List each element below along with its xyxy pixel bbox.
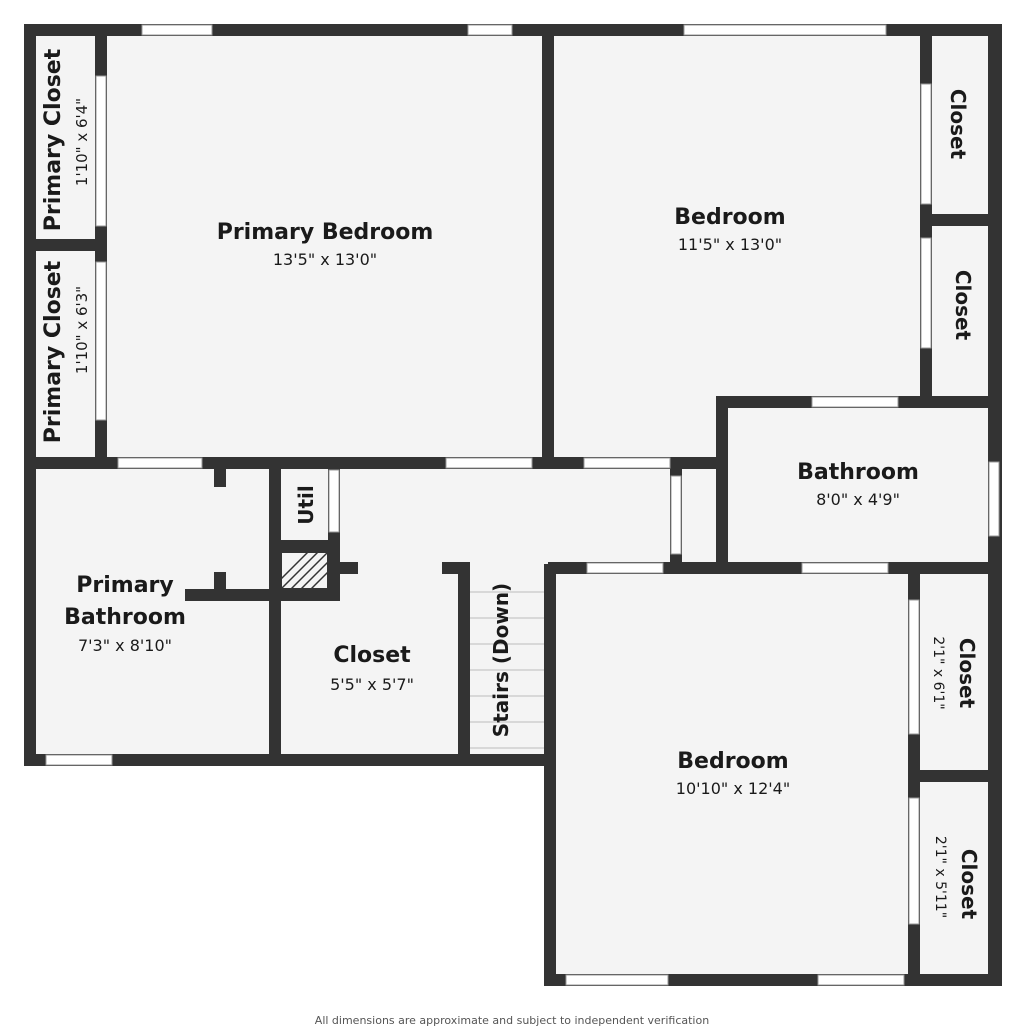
room-label-primary-closet-1: Primary Closet (41, 48, 66, 231)
room-label-closet-ne-1: Closet (946, 89, 970, 160)
room-dim-closet-se-2: 2'1" x 5'11" (932, 836, 948, 918)
room-dim-bathroom: 8'0" x 4'9" (816, 490, 900, 509)
openings (45, 24, 1000, 986)
room-dim-primary-bedroom: 13'5" x 13'0" (273, 250, 377, 269)
primary-bathroom-line-2: Bathroom (64, 605, 186, 630)
room-label-bedroom-1: Bedroom (674, 205, 785, 230)
room-label-closet-center: Closet (333, 643, 411, 668)
primary-bathroom-line-1: Primary (76, 573, 173, 598)
room-label-primary-bedroom: Primary Bedroom (217, 220, 434, 245)
room-label-closet-se-1: Closet (955, 638, 979, 709)
room-label-bedroom-2: Bedroom (677, 749, 788, 774)
room-label-util: Util (294, 485, 318, 525)
room-dim-bedroom-1: 11'5" x 13'0" (678, 235, 782, 254)
shaft-hatch (280, 551, 329, 590)
room-dim-primary-closet-2: 1'10" x 6'3" (73, 286, 91, 374)
room-dim-primary-bathroom: 7'3" x 8'10" (78, 636, 172, 655)
room-dim-closet-se-1: 2'1" x 6'1" (930, 636, 946, 709)
disclaimer-text: All dimensions are approximate and subje… (314, 1014, 710, 1027)
room-dim-primary-closet-1: 1'10" x 6'4" (73, 98, 91, 186)
room-labels: Primary Closet 1'10" x 6'4" Primary Clos… (41, 48, 981, 919)
room-label-stairs: Stairs (Down) (489, 583, 513, 737)
room-dim-bedroom-2: 10'10" x 12'4" (676, 779, 790, 798)
room-label-bathroom: Bathroom (797, 460, 919, 485)
stair-treads (468, 591, 546, 749)
room-dim-closet-center: 5'5" x 5'7" (330, 675, 414, 694)
room-label-primary-closet-2: Primary Closet (41, 260, 66, 443)
room-label-closet-se-2: Closet (957, 849, 981, 920)
room-label-closet-ne-2: Closet (951, 270, 975, 341)
